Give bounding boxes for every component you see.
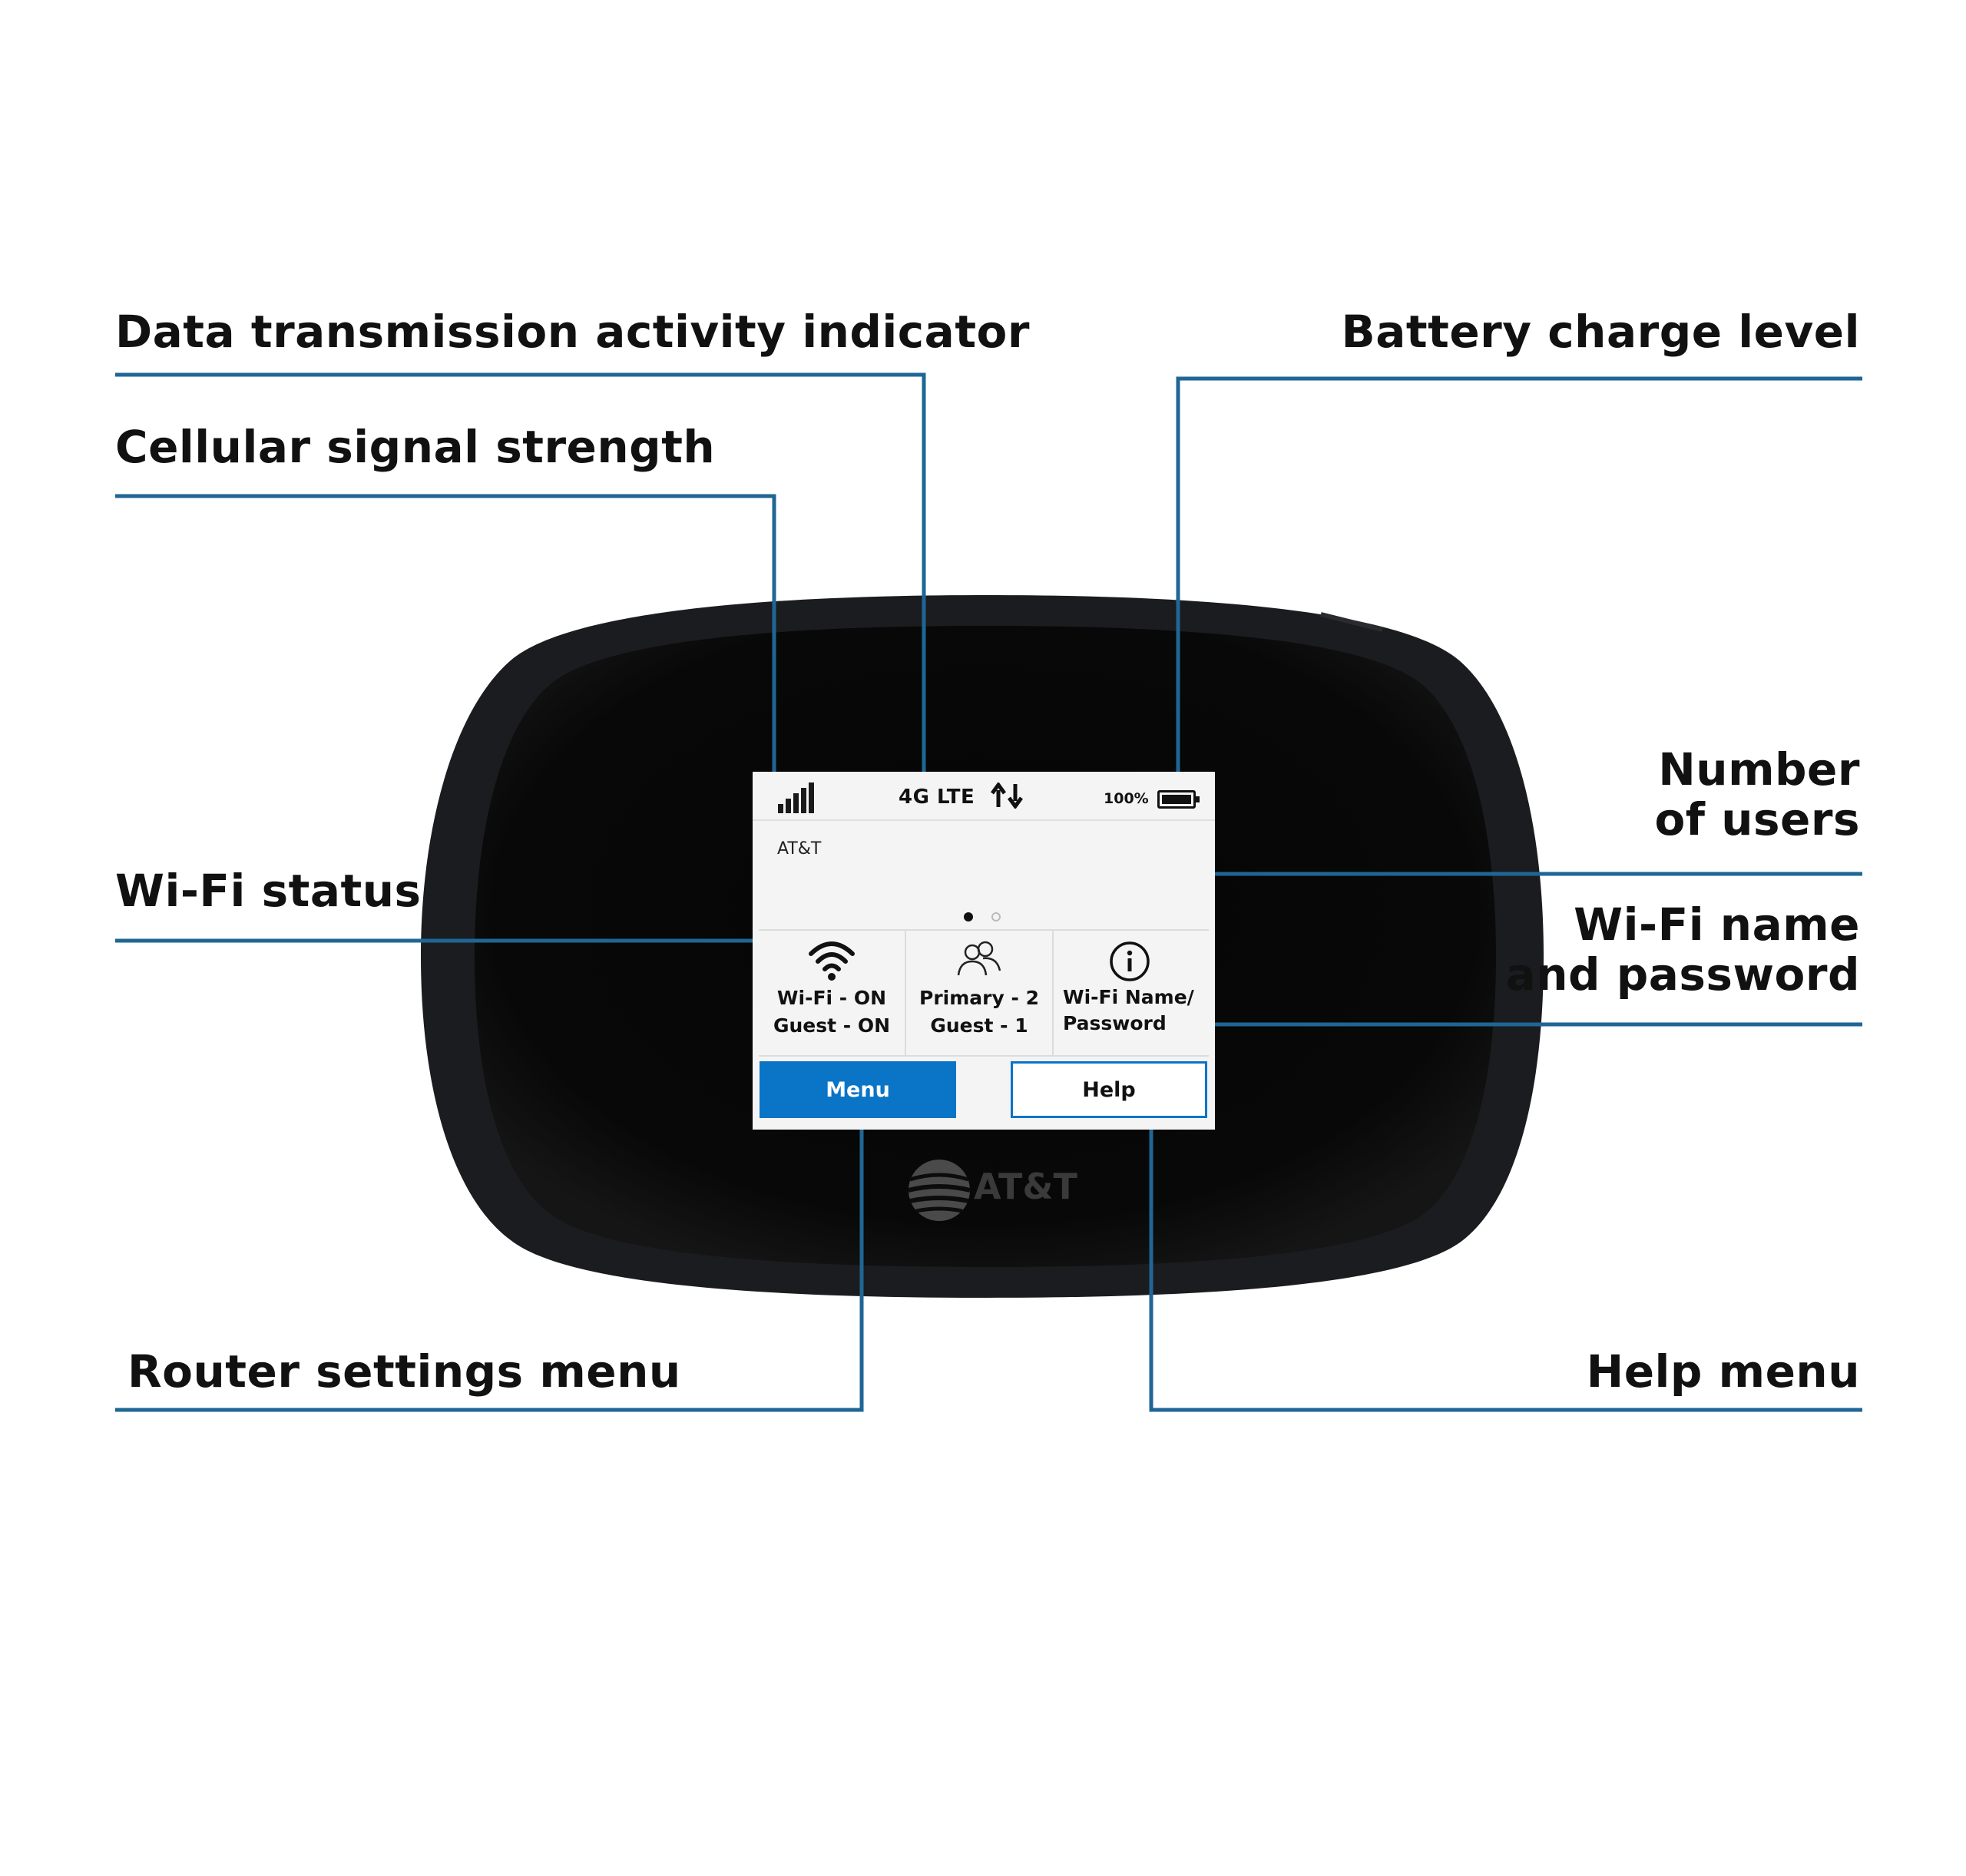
battery-fill [1162,795,1191,804]
callout-router-menu: Router settings menu [127,1345,681,1398]
leader-router-menu [115,1129,864,1412]
info-icon [1110,941,1150,981]
menu-button[interactable]: Menu [760,1061,956,1118]
callout-wifi-name: Wi-Fi name and password [1505,898,1860,1001]
signal-bar [778,804,783,813]
leader-help [1149,1129,1862,1412]
tile-wifi-line2: Guest - ON [773,1014,891,1037]
data-activity-arrows-icon [991,782,1024,809]
callout-signal-strength: Cellular signal strength [115,421,716,473]
status-bar: 4G LTE 100% [753,772,1215,821]
carrier-name: AT&T [777,839,822,859]
leader-data-activity [115,372,926,772]
device-brand-logo: AT&T [974,1166,1077,1207]
leader-battery [1176,376,1862,772]
tile-wifi-name-line1: Wi-Fi Name/ [1063,986,1194,1008]
help-button[interactable]: Help [1011,1061,1207,1118]
tile-users[interactable]: Primary - 2 Guest - 1 [905,931,1052,1055]
status-tiles: Wi-Fi - ON Guest - ON Primary - 2 Guest … [759,929,1209,1057]
battery-icon [1157,790,1200,809]
page-dot-active[interactable] [964,912,973,921]
att-globe-icon [908,1160,971,1221]
tile-wifi-status[interactable]: Wi-Fi - ON Guest - ON [759,931,905,1055]
users-icon [957,941,1001,976]
tile-wifi-name-password[interactable]: Wi-Fi Name/ Password [1052,931,1209,1055]
battery-tip [1196,796,1200,802]
signal-bar [801,788,806,813]
page-dot-inactive[interactable] [991,912,1001,921]
signal-bar [793,793,799,813]
signal-bar [786,799,791,813]
battery-percent: 100% [1104,790,1149,807]
leader-signal [115,494,776,772]
network-type: 4G LTE [899,786,975,809]
callout-data-activity: Data transmission activity indicator [115,306,1030,358]
device-screen: 4G LTE 100% AT&T [753,772,1215,1130]
signal-strength-icon [778,782,818,813]
tile-users-line2: Guest - 1 [930,1014,1028,1037]
page-indicator [964,912,1010,923]
callout-wifi-status: Wi-Fi status [115,865,422,917]
callout-battery: Battery charge level [1341,306,1860,358]
tile-wifi-name-line2: Password [1063,1012,1167,1034]
wifi-icon [809,941,855,981]
tile-users-line1: Primary - 2 [919,987,1039,1009]
signal-bar [809,782,814,813]
tile-wifi-line1: Wi-Fi - ON [776,987,887,1009]
callout-num-users: Number of users [1654,743,1860,845]
callout-help-menu: Help menu [1586,1345,1860,1398]
